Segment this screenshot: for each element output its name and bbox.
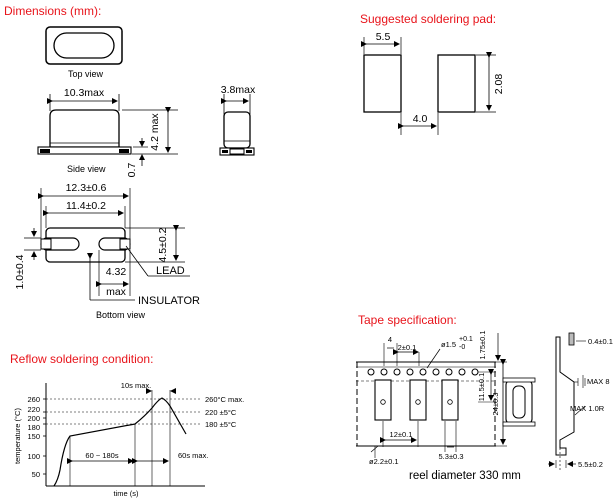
dim-width-max: 10.3max bbox=[64, 87, 105, 99]
reflow-y-tick-150: 150 bbox=[27, 432, 40, 441]
tape-width-115: 11.5±0.1 bbox=[477, 373, 486, 402]
tape-hole-22: ø2.2±0.1 bbox=[369, 457, 399, 466]
reflow-profile-curve bbox=[53, 397, 187, 487]
tape-hole-2: 2±0.1 bbox=[398, 343, 417, 352]
reflow-y-axis-label: temperature (°C) bbox=[13, 408, 22, 464]
top-view-caption: Top view bbox=[68, 69, 104, 79]
label-insulator: INSULATOR bbox=[138, 295, 200, 307]
reflow-y-tick-100: 100 bbox=[27, 452, 40, 461]
tape-drawing bbox=[356, 332, 586, 470]
tape-max8: MAX 8 bbox=[587, 377, 610, 386]
tape-hole-tol-minus: -0 bbox=[459, 344, 465, 351]
reflow-label-60s: 60s max. bbox=[178, 451, 208, 460]
reflow-y-tick-180: 180 bbox=[27, 423, 40, 432]
reflow-label-60-180: 60 ~ 180s bbox=[85, 451, 118, 460]
tape-pitch-4: 4 bbox=[388, 335, 392, 344]
label-lead: LEAD bbox=[156, 265, 185, 277]
reflow-label-220: 220 ±5°C bbox=[205, 408, 237, 417]
tape-max10r: MAX 1.0R bbox=[570, 404, 605, 413]
pad-gap: 4.0 bbox=[413, 113, 428, 125]
side-view-caption: Side view bbox=[67, 164, 106, 174]
tape-hole-tol-plus: +0.1 bbox=[459, 336, 473, 343]
top-view-drawing bbox=[45, 26, 123, 65]
reflow-y-tick-200: 200 bbox=[27, 414, 40, 423]
dim-lead-length-max: max bbox=[106, 286, 127, 298]
tape-pocket-53: 5.3±0.3 bbox=[439, 452, 464, 461]
tape-pitch-12: 12±0.1 bbox=[390, 430, 413, 439]
reflow-title: Reflow soldering condition: bbox=[10, 352, 154, 366]
bottom-view-caption: Bottom view bbox=[96, 310, 146, 320]
end-view-drawing bbox=[219, 94, 255, 156]
tape-width-24: 24±0.3 bbox=[491, 393, 500, 416]
reflow-chart bbox=[43, 383, 205, 487]
reflow-x-axis-label: time (s) bbox=[114, 489, 140, 498]
reflow-label-10s: 10s max. bbox=[121, 381, 151, 390]
reflow-label-180: 180 ±5°C bbox=[205, 420, 237, 429]
reflow-label-260: 260°C max. bbox=[205, 395, 244, 404]
tape-width-55: 5.5±0.2 bbox=[578, 460, 603, 469]
dim-lead-length: 4.32 bbox=[106, 266, 127, 278]
dim-standoff: 0.7 bbox=[126, 163, 138, 178]
pad-height: 2.08 bbox=[493, 74, 505, 95]
reflow-y-tick-220: 220 bbox=[27, 405, 40, 414]
pad-width: 5.5 bbox=[376, 31, 391, 43]
tape-hole-diameter: ø1.5 bbox=[441, 340, 456, 349]
dim-lead-width: 1.0±0.4 bbox=[14, 254, 26, 289]
dim-inner-length: 11.4±0.2 bbox=[66, 200, 106, 212]
side-view-drawing bbox=[37, 94, 178, 166]
dim-height-max: 4.2 max bbox=[149, 113, 161, 151]
dim-depth-max: 3.8max bbox=[221, 84, 256, 96]
reflow-y-tick-260: 260 bbox=[27, 395, 40, 404]
soldering-pad-title: Suggested soldering pad: bbox=[360, 12, 497, 26]
bottom-view-drawing bbox=[24, 188, 190, 301]
dim-overall-length: 12.3±0.6 bbox=[66, 182, 107, 194]
tape-thickness: 0.4±0.1 bbox=[588, 337, 613, 346]
tape-title: Tape specification: bbox=[358, 313, 457, 327]
reflow-y-tick-50: 50 bbox=[32, 470, 40, 479]
dim-body-height: 4.5±0.2 bbox=[157, 227, 169, 262]
soldering-pad-drawing bbox=[361, 37, 496, 135]
reel-diameter-note: reel diameter 330 mm bbox=[409, 470, 521, 482]
tape-edge-175: 1.75±0.1 bbox=[478, 330, 487, 359]
dimensions-title: Dimensions (mm): bbox=[4, 4, 102, 18]
